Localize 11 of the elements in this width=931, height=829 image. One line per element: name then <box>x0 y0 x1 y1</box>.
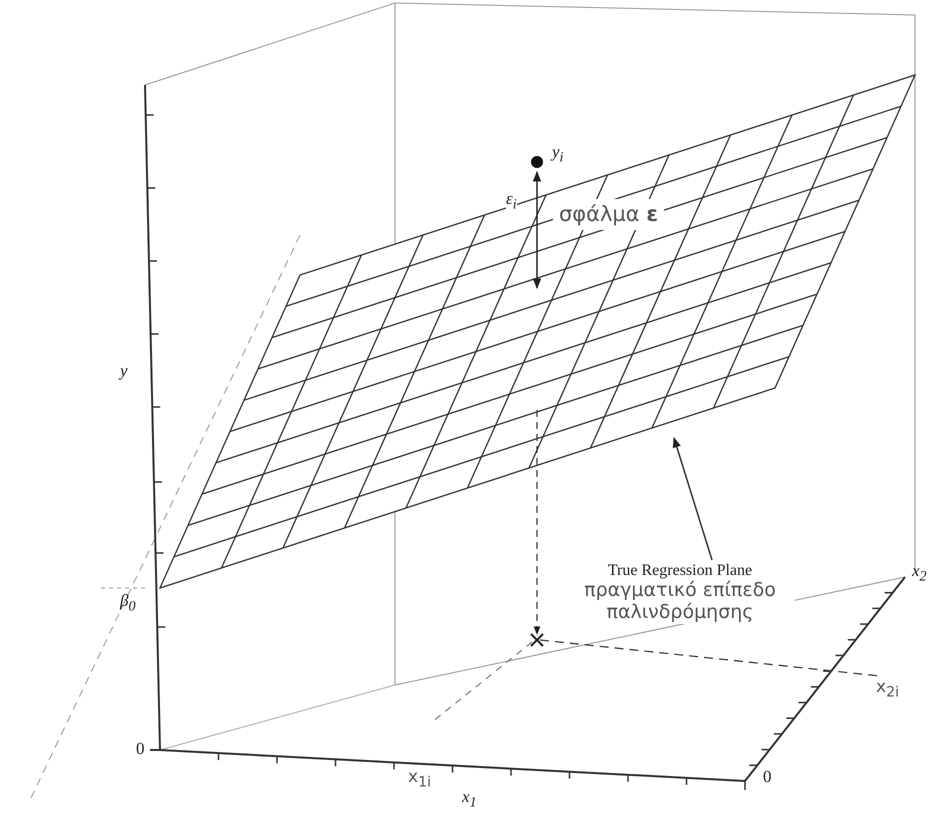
intercept-label: β$_{0}$ <box>120 592 136 615</box>
tick-label: 0 <box>136 740 144 759</box>
error-note: σφάλμα ε <box>553 199 664 230</box>
axis-label: x$_{1}$ <box>462 788 477 811</box>
tick-label: x$_{1i}$ <box>408 768 432 791</box>
tick-label: 0 <box>763 768 772 787</box>
tick-label: x$_{2i}$ <box>876 678 900 701</box>
point-label: y$_{i}$ <box>552 143 564 166</box>
leader-arrow <box>672 437 713 560</box>
axis-label: x$_{2}$ <box>912 562 927 585</box>
axis-label: y <box>120 362 128 381</box>
